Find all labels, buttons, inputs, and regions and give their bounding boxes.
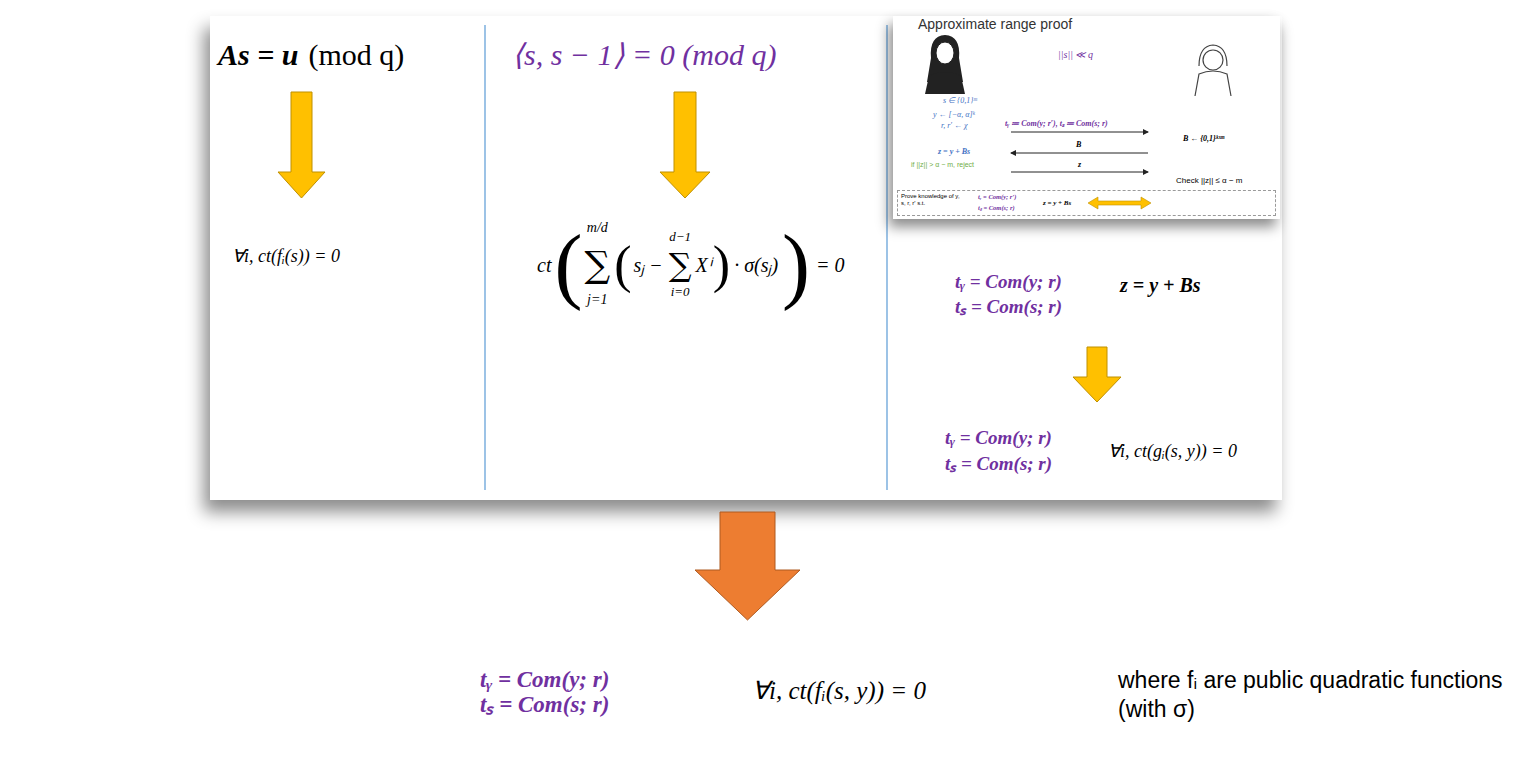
big-block-arrow	[695, 512, 800, 620]
check: Check ||z|| ≤ α − m	[1176, 176, 1242, 185]
protocol-inset: Approximate range proof ||s|| ≪ q s ∈ {0,1…	[893, 16, 1280, 219]
equation: z = y + Bs	[1043, 199, 1071, 207]
message-arrow	[1011, 153, 1148, 154]
message: B	[1076, 140, 1081, 149]
sum-limit: j=1	[587, 293, 607, 307]
column-divider	[484, 25, 485, 490]
sum-symbol: ∑	[669, 249, 692, 281]
message-arrow	[1011, 132, 1148, 133]
parenthesis: (	[614, 239, 631, 291]
block-arrow	[660, 92, 710, 198]
commitment: tᵧ = Com(y; r)	[945, 427, 1052, 449]
proof-statement: Prove knowledge of y, s, r, r′ s.t.	[901, 193, 963, 206]
message: z	[1078, 160, 1081, 169]
formula-term: · σ(sⱼ)	[734, 255, 778, 275]
condition: ||s|| ≪ q	[1058, 49, 1093, 61]
commitment: tᵧ = Com(y; r′)	[978, 193, 1016, 200]
step: r, r′ ← χ	[941, 121, 968, 130]
message: tᵧ ≔ Com(y; r′), tₛ ≔ Com(s; r)	[1005, 119, 1108, 128]
note: where fᵢ are public quadratic functions …	[1118, 666, 1520, 724]
sum-limit: i=0	[671, 285, 690, 298]
prover-figure	[925, 72, 965, 94]
parenthesis: (	[554, 223, 582, 307]
prover-figure	[936, 42, 954, 64]
block-arrow	[278, 92, 325, 198]
commitment: tₛ = Com(s; r)	[978, 204, 1015, 211]
abort-rule: if ||z|| > α − m, reject	[911, 161, 974, 169]
equation: ⟨s, s − 1⟩ = 0 (mod q)	[512, 38, 776, 73]
formula-term: = 0	[816, 255, 845, 275]
column-divider	[886, 25, 887, 490]
formula-term: ct	[537, 255, 551, 275]
sum-limit: d−1	[669, 230, 691, 243]
equation: ∀i, ct(gᵢ(s, y)) = 0	[1108, 441, 1237, 462]
commitment: tᵧ = Com(y; r)	[955, 271, 1062, 293]
sum-limit: m/d	[587, 221, 608, 235]
commitment: tᵧ = Com(y; r)	[480, 667, 609, 692]
double-arrow	[1088, 197, 1151, 209]
verifier-figure	[1203, 50, 1223, 70]
step: z = y + Bs	[938, 147, 970, 156]
secret: s ∈ {0,1}ᵐ	[943, 96, 977, 105]
commitment: tₛ = Com(s; r)	[955, 296, 1062, 318]
formula-term: sⱼ −	[633, 255, 662, 275]
commitment: tₛ = Com(s; r)	[480, 692, 609, 717]
inset-title: Approximate range proof	[918, 16, 1072, 32]
verifier-figure	[1195, 71, 1231, 96]
dashed-box: Prove knowledge of y, s, r, r′ s.t. tᵧ = …	[897, 190, 1276, 216]
equation: ∀i, ct(fᵢ(s, y)) = 0	[752, 677, 926, 706]
equation: z = y + Bs	[1120, 274, 1201, 297]
equation: As = u	[218, 38, 298, 73]
verifier-figure	[1199, 45, 1227, 66]
commitment: tₛ = Com(s; r)	[945, 453, 1052, 475]
parenthesis: )	[713, 239, 730, 291]
sum-symbol: ∑	[584, 247, 610, 283]
challenge: B ← {0,1}ᵏˣᵐ	[1183, 134, 1224, 143]
parenthesis: )	[782, 223, 810, 307]
block-arrow	[1073, 347, 1121, 402]
equation: (mod q)	[308, 38, 404, 73]
equation: ∀i, ct(fᵢ(s)) = 0	[232, 246, 340, 267]
step: y ← [−α, α]ᵏ	[933, 110, 975, 119]
message-arrow	[1011, 172, 1148, 173]
formula-term: Xⁱ	[696, 255, 711, 275]
